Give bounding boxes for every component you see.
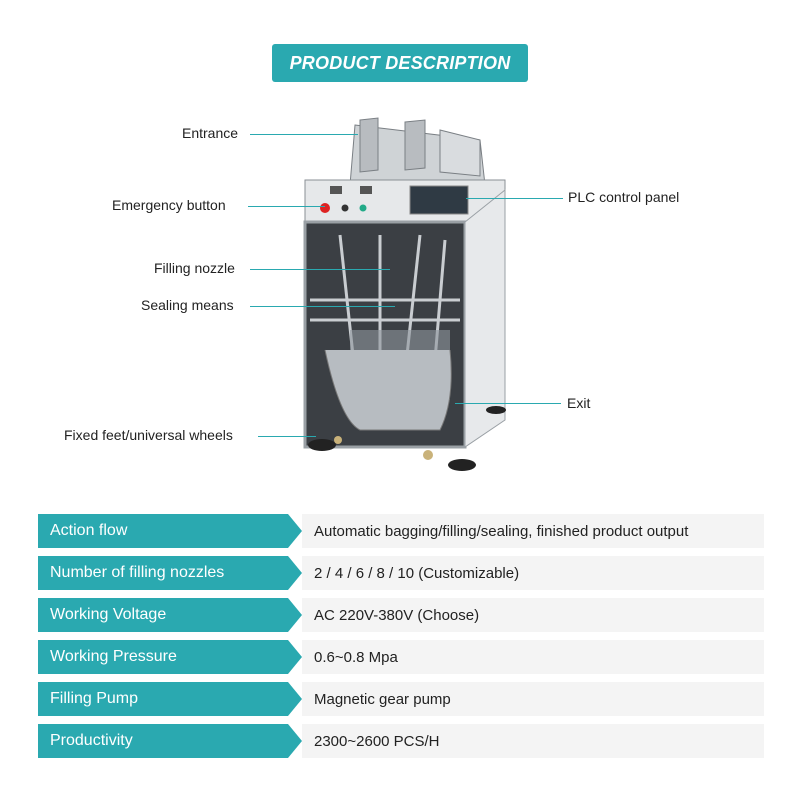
spec-value: AC 220V-380V (Choose)	[302, 598, 764, 632]
spec-key: Working Voltage	[38, 598, 288, 632]
plc-screen	[409, 185, 469, 215]
callout-line-exit	[455, 403, 561, 404]
spec-value: Automatic bagging/filling/sealing, finis…	[302, 514, 764, 548]
product-description-header: PRODUCT DESCRIPTION	[272, 44, 528, 82]
spec-value: 2300~2600 PCS/H	[302, 724, 764, 758]
spec-row: Filling Pump Magnetic gear pump	[38, 682, 764, 716]
callout-line-fixed-feet	[258, 436, 316, 437]
spec-key: Action flow	[38, 514, 288, 548]
spec-value: 2 / 4 / 6 / 8 / 10 (Customizable)	[302, 556, 764, 590]
spec-value: 0.6~0.8 Mpa	[302, 640, 764, 674]
spec-key: Filling Pump	[38, 682, 288, 716]
arrow-icon	[288, 682, 302, 716]
spec-row: Working Pressure 0.6~0.8 Mpa	[38, 640, 764, 674]
control-panel-housing	[304, 179, 506, 223]
arrow-icon	[288, 724, 302, 758]
spec-key: Working Pressure	[38, 640, 288, 674]
callout-entrance: Entrance	[182, 125, 239, 141]
callout-plc-control-panel: PLC control panel	[568, 189, 680, 205]
spec-key: Productivity	[38, 724, 288, 758]
arrow-icon	[288, 556, 302, 590]
callout-fixed-feet: Fixed feet/universal wheels	[64, 427, 233, 443]
callout-line-plc	[466, 198, 563, 199]
entrance-hopper	[349, 117, 486, 186]
callout-line-entrance	[250, 134, 358, 135]
arrow-icon	[288, 640, 302, 674]
spec-row: Number of filling nozzles 2 / 4 / 6 / 8 …	[38, 556, 764, 590]
spec-row: Productivity 2300~2600 PCS/H	[38, 724, 764, 758]
callout-line-emergency	[248, 206, 325, 207]
arrow-icon	[288, 598, 302, 632]
callout-line-sealing	[250, 306, 395, 307]
spec-row: Action flow Automatic bagging/filling/se…	[38, 514, 764, 548]
fixed-foot	[308, 439, 336, 451]
callout-sealing-means: Sealing means	[141, 297, 234, 313]
arrow-icon	[288, 514, 302, 548]
spec-row: Working Voltage AC 220V-380V (Choose)	[38, 598, 764, 632]
callout-exit: Exit	[567, 395, 591, 411]
emergency-stop	[320, 203, 330, 213]
callout-emergency-button: Emergency button	[112, 197, 226, 213]
callout-filling-nozzle: Filling nozzle	[154, 260, 235, 276]
spec-table: Action flow Automatic bagging/filling/se…	[38, 514, 764, 766]
machine-image	[303, 117, 506, 471]
callout-line-filling-nozzle	[250, 269, 390, 270]
spec-key: Number of filling nozzles	[38, 556, 288, 590]
spec-value: Magnetic gear pump	[302, 682, 764, 716]
machine-illustration: Entrance Emergency button Filling nozzle…	[0, 100, 800, 490]
